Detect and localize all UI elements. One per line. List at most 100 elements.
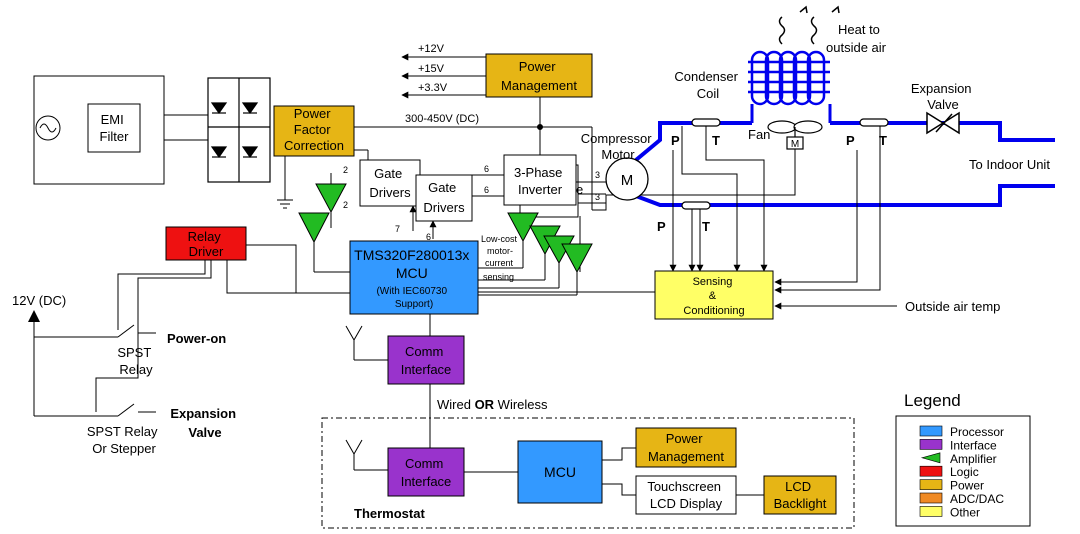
legend-frame bbox=[895, 415, 1031, 527]
thermostat-antenna-icon bbox=[345, 439, 388, 471]
svg-text:Relay Driver: Relay Driver bbox=[188, 229, 225, 259]
svg-text:LCD Backlight: LCD Backlight bbox=[774, 479, 827, 511]
legend-label: Interface bbox=[950, 438, 997, 452]
lcd-backlight-block: LCD Backlight bbox=[763, 475, 837, 515]
legend-label: Amplifier bbox=[950, 452, 997, 466]
legend-swatch bbox=[919, 465, 943, 477]
power-management-top-block: Power Management bbox=[485, 53, 593, 98]
svg-text:T: T bbox=[712, 133, 720, 148]
svg-text:Gate Drivers: Gate Drivers bbox=[369, 166, 411, 200]
svg-text:Sensing & Conditio: Sensing & Conditioning bbox=[683, 276, 744, 317]
svg-text:6: 6 bbox=[484, 164, 489, 174]
to-indoor-unit-label: To Indoor Unit bbox=[969, 157, 1050, 172]
legend-swatch bbox=[919, 479, 943, 490]
heat-to-outside-label: Heat to outside air bbox=[826, 22, 887, 55]
legend-swatch bbox=[919, 506, 943, 517]
svg-text:3: 3 bbox=[595, 192, 600, 202]
outside-air-temp-label: Outside air temp bbox=[905, 299, 1000, 314]
legend-swatch bbox=[919, 439, 943, 450]
low-cost-sensing-label: Low-cost motor- current sensing bbox=[481, 234, 520, 282]
spst-relay-switch bbox=[117, 324, 156, 417]
expansion-valve-icon bbox=[926, 111, 960, 135]
power-rails bbox=[401, 53, 486, 99]
bridge-rectifier bbox=[207, 77, 271, 183]
comm-interface-thermo-block: Comm Interface bbox=[387, 447, 465, 497]
thermostat-label: Thermostat bbox=[354, 506, 425, 521]
legend-title: Legend bbox=[904, 391, 961, 410]
svg-text:e: e bbox=[576, 182, 583, 197]
spst-relay-label: SPST Relay bbox=[117, 345, 154, 377]
fan-motor-letter: M bbox=[791, 139, 799, 150]
svg-text:2: 2 bbox=[343, 165, 348, 175]
ac-input-frame bbox=[33, 75, 208, 185]
svg-text:Touchscreen LCD Display: Touchscreen LCD Display bbox=[647, 479, 724, 511]
expansion-valve-top-label: Expansion Valve bbox=[911, 81, 975, 112]
svg-text:TMS320F280013x MCU: TMS320F280013x MCU (With IEC60730 Suppor… bbox=[354, 247, 474, 310]
legend-label: Power bbox=[950, 479, 984, 493]
motor-letter: M bbox=[621, 172, 634, 189]
heat-wave-icon bbox=[778, 5, 840, 45]
fan-label: Fan bbox=[748, 127, 770, 142]
antenna-icon bbox=[345, 325, 388, 361]
supply-arrow-icon bbox=[28, 310, 40, 322]
expansion-valve-bottom-label: Expansion Valve bbox=[170, 406, 239, 440]
comm-interface-top-block: Comm Interface bbox=[387, 335, 465, 385]
spst-relay-stepper-label: SPST Relay Or Stepper bbox=[87, 424, 161, 456]
emi-filter-block: EMI Filter bbox=[87, 103, 141, 153]
pfc-block: Power Factor Correction bbox=[273, 105, 355, 157]
amplifier-wires bbox=[313, 173, 655, 296]
svg-text:+3.3V: +3.3V bbox=[418, 82, 448, 94]
svg-text:T: T bbox=[702, 219, 710, 234]
legend-swatch bbox=[919, 425, 943, 437]
sensor-labels: P T P T P T bbox=[657, 133, 887, 234]
supply-12v-label: 12V (DC) bbox=[12, 293, 66, 308]
svg-text:3-Phase Inverter: 3-Phase Inverter bbox=[514, 165, 566, 197]
svg-text:6: 6 bbox=[426, 232, 431, 242]
thermostat-wires bbox=[464, 447, 764, 496]
power-on-label: Power-on bbox=[167, 331, 226, 346]
bus-width-labels: 6 6 3 3 2 2 7 6 bbox=[343, 164, 600, 242]
suction-line bbox=[635, 184, 1055, 207]
sensor-pucks bbox=[681, 118, 889, 210]
dc-bus-voltage-label: 300-450V (DC) bbox=[405, 113, 479, 125]
sensor-wires bbox=[592, 126, 897, 310]
svg-text:7: 7 bbox=[395, 224, 400, 234]
gate-drivers-2-block: Gate Drivers bbox=[415, 174, 473, 222]
svg-text:EMI Filter: EMI Filter bbox=[100, 112, 130, 144]
svg-text:Power Management: Power Management bbox=[648, 431, 724, 464]
relay-wires bbox=[33, 244, 350, 417]
svg-text:P: P bbox=[846, 133, 855, 148]
legend-label: Other bbox=[950, 505, 980, 519]
gate-drivers-1-block: Gate Drivers bbox=[359, 159, 421, 207]
compressor-motor-icon bbox=[605, 157, 649, 201]
legend-items: ProcessorInterfaceAmplifierLogicPowerADC… bbox=[919, 425, 1004, 519]
sine-glyph bbox=[39, 123, 57, 133]
fan-icon bbox=[767, 120, 823, 150]
svg-text:+15V: +15V bbox=[418, 63, 445, 75]
legend-label: Logic bbox=[950, 465, 979, 479]
main-mcu-block: TMS320F280013x MCU (With IEC60730 Suppor… bbox=[349, 240, 479, 315]
svg-text:Comm Interface: Comm Interface bbox=[401, 456, 452, 489]
compressor-motor-label: Compressor Motor bbox=[581, 131, 655, 162]
svg-text:Comm Interface: Comm Interface bbox=[401, 344, 452, 377]
power-management-thermo-block: Power Management bbox=[635, 427, 737, 468]
sensing-conditioning-block: Sensing & Conditioning bbox=[654, 270, 774, 320]
svg-text:2: 2 bbox=[343, 200, 348, 210]
legend-label: ADC/DAC bbox=[950, 492, 1004, 506]
dc-bus bbox=[354, 97, 593, 210]
svg-text:6: 6 bbox=[484, 185, 489, 195]
thermostat-frame bbox=[321, 417, 855, 529]
wired-or-wireless-label: Wired OR Wireless bbox=[437, 397, 548, 412]
power-rail-labels: +12V +15V +3.3V bbox=[418, 43, 448, 94]
svg-text:P: P bbox=[671, 133, 680, 148]
touchscreen-block: Touchscreen LCD Display bbox=[635, 475, 737, 515]
legend-label: Processor bbox=[950, 425, 1004, 439]
svg-text:+12V: +12V bbox=[418, 43, 445, 55]
svg-text:Power Management: Power Management bbox=[501, 59, 577, 93]
ground-icon bbox=[277, 156, 293, 209]
svg-text:3: 3 bbox=[595, 170, 600, 180]
svg-text:Power Factor Corre: Power Factor Correction bbox=[284, 106, 344, 153]
mcu-thermo-block: MCU bbox=[517, 440, 603, 504]
relay-driver-block: Relay Driver bbox=[165, 226, 247, 261]
